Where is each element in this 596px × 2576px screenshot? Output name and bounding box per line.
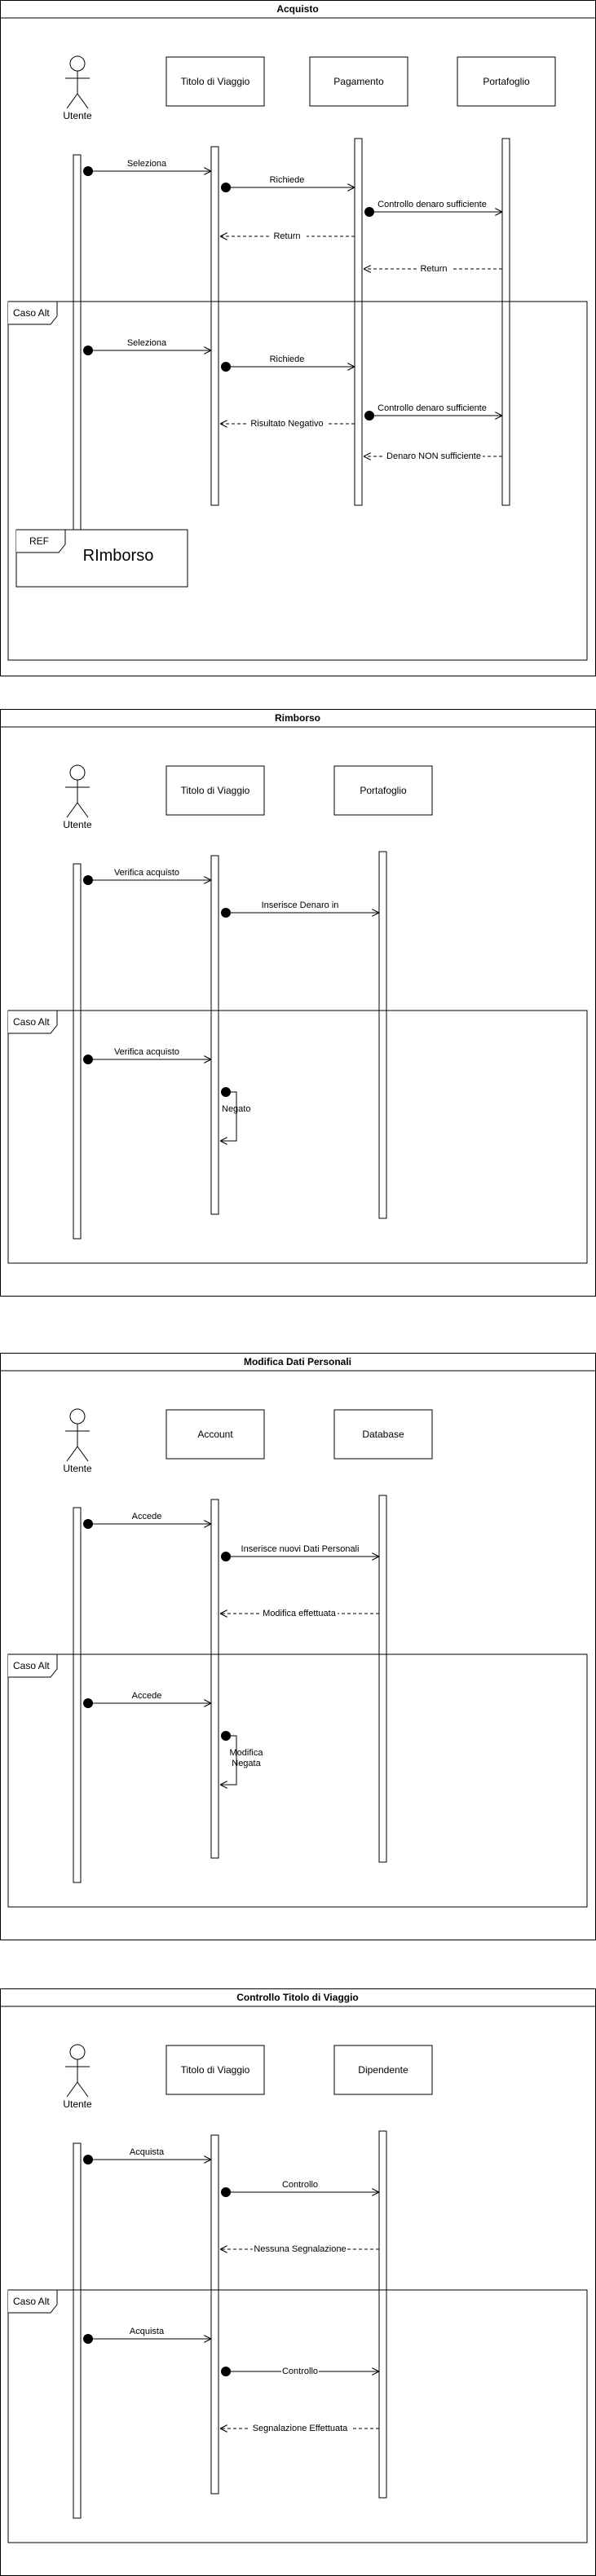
- frame: [0, 709, 596, 1297]
- object-box: Account: [166, 1409, 265, 1460]
- self-message-arrow: [220, 1091, 237, 1141]
- actor-utente: Utente: [63, 55, 92, 121]
- object-box: Portafoglio: [457, 56, 556, 107]
- activation-bar: [210, 855, 219, 1215]
- message-label: Verifica acquisto: [114, 868, 179, 878]
- actor-label: Utente: [63, 1463, 92, 1474]
- object-box: Dipendente: [333, 2045, 433, 2095]
- actor-label: Utente: [63, 110, 92, 121]
- diagram-controllo-titolo: Controllo Titolo di Viaggio Utente Titol…: [0, 1988, 596, 2576]
- message-label: Accede: [132, 1691, 162, 1701]
- svg-text:Portafoglio: Portafoglio: [360, 785, 407, 796]
- diagram-title: Controllo Titolo di Viaggio: [236, 1992, 359, 2003]
- message-label: Return: [420, 264, 447, 274]
- activation-bar: [210, 1499, 219, 1859]
- message-label: Segnalazione Effettuata: [253, 2424, 348, 2433]
- svg-text:Account: Account: [197, 1429, 233, 1440]
- message-label: Seleziona: [127, 159, 167, 169]
- message-label: Nessuna Segnalazione: [254, 2244, 346, 2254]
- message-label: Controllo denaro sufficiente: [377, 403, 487, 413]
- frame: [0, 1353, 596, 1940]
- frame: [0, 1988, 596, 2576]
- diagram-acquisto: Acquisto Utente Titolo di Viaggio Pagame…: [0, 0, 596, 676]
- diagram-modifica-dati-personali: Modifica Dati Personali Utente Account D…: [0, 1353, 596, 1940]
- message-label: Inserisce nuovi Dati Personali: [241, 1544, 360, 1554]
- alt-fragment: Caso Alt: [7, 301, 588, 661]
- message-label: Seleziona: [127, 338, 167, 348]
- activation-bar: [378, 2130, 387, 2499]
- message-label: Modifica effettuata: [263, 1609, 337, 1618]
- message-label: Richiede: [270, 354, 305, 364]
- message-label: Negato: [222, 1104, 250, 1114]
- alt-label: Caso Alt: [13, 1016, 50, 1028]
- alt-label: Caso Alt: [13, 2296, 50, 2307]
- svg-text:Dipendente: Dipendente: [358, 2064, 408, 2076]
- object-box: Titolo di Viaggio: [166, 2045, 265, 2095]
- svg-text:Portafoglio: Portafoglio: [483, 76, 530, 87]
- diagram-rimborso: Rimborso Utente Titolo di Viaggio Portaf…: [0, 709, 596, 1297]
- actor-label: Utente: [63, 819, 92, 830]
- svg-text:Titolo di Viaggio: Titolo di Viaggio: [181, 76, 250, 87]
- self-message-arrow: [220, 1735, 237, 1785]
- object-box: Titolo di Viaggio: [166, 56, 265, 107]
- message-label: Denaro NON sufficiente: [386, 451, 481, 461]
- diagram-title: Rimborso: [275, 712, 320, 724]
- alt-fragment: Caso Alt: [7, 1010, 588, 1264]
- activation-bar: [210, 146, 219, 506]
- diagram-title: Acquisto: [276, 3, 318, 15]
- activation-bar: [501, 138, 510, 506]
- message-label: Accede: [132, 1512, 162, 1521]
- object-box: Portafoglio: [333, 765, 433, 816]
- object-box: Database: [333, 1409, 433, 1460]
- activation-bar: [73, 154, 82, 547]
- message-label: Controllo: [282, 2180, 318, 2190]
- message-label: Richiede: [270, 175, 305, 185]
- ref-fragment: REF RImborso: [15, 529, 188, 588]
- alt-label: Caso Alt: [13, 1660, 50, 1671]
- message-label: Verifica acquisto: [114, 1047, 179, 1057]
- ref-text: RImborso: [83, 547, 154, 565]
- message-label: Acquista: [130, 2327, 165, 2336]
- activation-bar: [378, 1495, 387, 1863]
- message-label: Modifica Negata: [229, 1748, 263, 1768]
- svg-text:Titolo di Viaggio: Titolo di Viaggio: [181, 2064, 250, 2076]
- alt-fragment: Caso Alt: [7, 1653, 588, 1908]
- activation-bar: [378, 851, 387, 1219]
- actor-utente: Utente: [63, 764, 92, 830]
- alt-label: Caso Alt: [13, 307, 50, 319]
- actor-label: Utente: [63, 2098, 92, 2110]
- svg-text:Pagamento: Pagamento: [333, 76, 384, 87]
- actor-utente: Utente: [63, 1408, 92, 1474]
- alt-fragment: Caso Alt: [7, 2289, 588, 2543]
- actor-utente: Utente: [63, 2044, 92, 2110]
- message-label: Return: [273, 231, 300, 241]
- message-label-wrap: Modifica Negata: [229, 1748, 263, 1768]
- object-box: Titolo di Viaggio: [166, 765, 265, 816]
- svg-text:Database: Database: [362, 1429, 404, 1440]
- message-label: Controllo denaro sufficiente: [377, 200, 487, 209]
- message-label: Acquista: [130, 2147, 165, 2157]
- activation-bar: [73, 1507, 82, 1883]
- svg-text:Titolo di Viaggio: Titolo di Viaggio: [181, 785, 250, 796]
- message-label: Risultato Negativo: [250, 419, 323, 429]
- diagram-title: Modifica Dati Personali: [244, 1356, 351, 1367]
- ref-label: REF: [29, 535, 49, 547]
- message-label: Inserisce Denaro in: [262, 900, 339, 910]
- activation-bar: [354, 138, 363, 506]
- activation-bar: [210, 2134, 219, 2495]
- object-box: Pagamento: [309, 56, 408, 107]
- activation-bar: [73, 2142, 82, 2519]
- activation-bar: [73, 863, 82, 1240]
- message-label: Controllo: [282, 2367, 318, 2376]
